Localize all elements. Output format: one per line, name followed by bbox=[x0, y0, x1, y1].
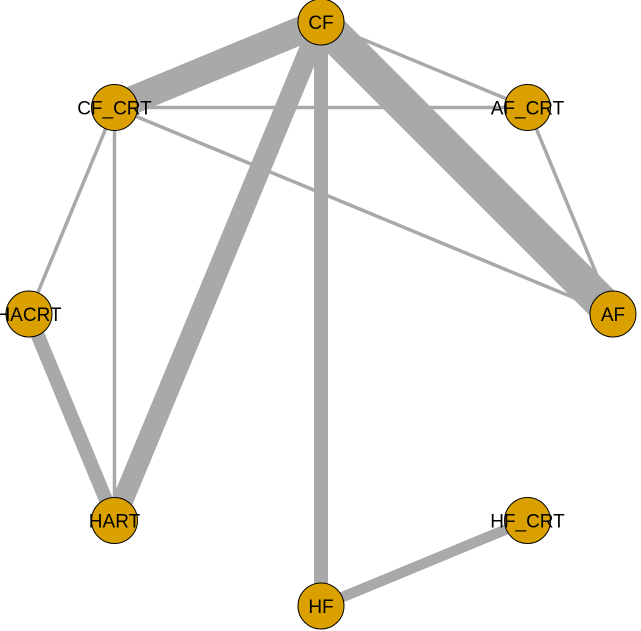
node-circle-cf bbox=[297, 0, 345, 46]
edge-hacrt-hart bbox=[22, 311, 121, 524]
node-circle-cf-crt bbox=[91, 84, 138, 131]
edge-hf-hf-crt bbox=[318, 515, 530, 611]
node-hart: HART bbox=[89, 497, 141, 544]
edge-cf-af bbox=[308, 9, 626, 327]
node-label-hf-crt: HF_CRT bbox=[490, 512, 565, 533]
node-circle-af-crt bbox=[504, 84, 551, 131]
node-label-cf: CF bbox=[308, 13, 333, 34]
node-label-af: AF bbox=[601, 305, 625, 326]
node-af-crt: AF_CRT bbox=[491, 84, 565, 131]
node-hacrt: HACRT bbox=[0, 290, 62, 338]
node-label-hart: HART bbox=[89, 512, 141, 533]
node-label-af-crt: AF_CRT bbox=[491, 99, 565, 120]
node-hf: HF bbox=[297, 582, 345, 630]
node-circle-af bbox=[589, 290, 637, 338]
node-label-cf-crt: CF_CRT bbox=[77, 99, 152, 120]
edge-cf-hart bbox=[104, 17, 331, 525]
node-cf-crt: CF_CRT bbox=[77, 84, 152, 131]
edge-layer bbox=[22, 9, 626, 611]
node-circle-hf bbox=[297, 582, 345, 630]
node-label-hacrt: HACRT bbox=[0, 305, 62, 326]
node-label-hf: HF bbox=[308, 597, 333, 618]
node-af: AF bbox=[589, 290, 637, 338]
edge-cf-crt-hacrt bbox=[27, 106, 117, 315]
edge-cf-crt-af bbox=[113, 105, 614, 316]
node-circle-hacrt bbox=[5, 290, 53, 338]
node-circle-hart bbox=[91, 497, 138, 544]
edge-cf-cf-crt bbox=[109, 9, 327, 121]
edge-cf-af-crt bbox=[320, 20, 529, 110]
node-cf: CF bbox=[297, 0, 345, 46]
node-circle-hf-crt bbox=[504, 497, 551, 544]
node-hf-crt: HF_CRT bbox=[490, 497, 565, 544]
edge-af-crt-af bbox=[525, 106, 615, 315]
